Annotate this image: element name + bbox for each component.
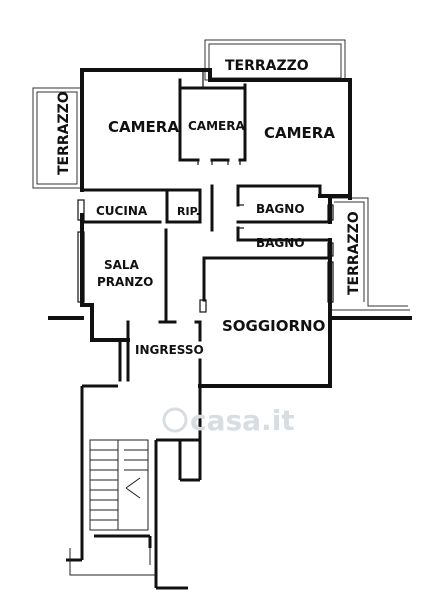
label-camera-left: CAMERA: [108, 118, 179, 136]
watermark-text: casa.it: [190, 404, 295, 437]
label-bagno-2: BAGNO: [256, 236, 305, 250]
label-sala: SALA: [104, 258, 140, 272]
label-camera-small: CAMERA: [188, 119, 245, 133]
label-pranzo: PRANZO: [97, 275, 153, 289]
outer-walls: [48, 68, 412, 388]
label-terrazzo-right: TERRAZZO: [346, 211, 362, 295]
label-terrazzo-top: TERRAZZO: [225, 58, 309, 74]
label-rip: RIP.: [177, 205, 200, 218]
label-bagno-1: BAGNO: [256, 202, 305, 216]
watermark: casa.it: [162, 404, 295, 437]
stair-steps: [69, 439, 156, 576]
label-ingresso: INGRESSO: [135, 343, 204, 357]
watermark-icon: [162, 407, 188, 433]
door-details: [77, 72, 334, 313]
interior-walls: [80, 78, 332, 388]
label-soggiorno: SOGGIORNO: [222, 317, 325, 335]
label-cucina: CUCINA: [96, 204, 148, 218]
label-terrazzo-left: TERRAZZO: [56, 91, 72, 175]
stairwell: [66, 384, 202, 590]
label-camera-right: CAMERA: [264, 124, 335, 142]
